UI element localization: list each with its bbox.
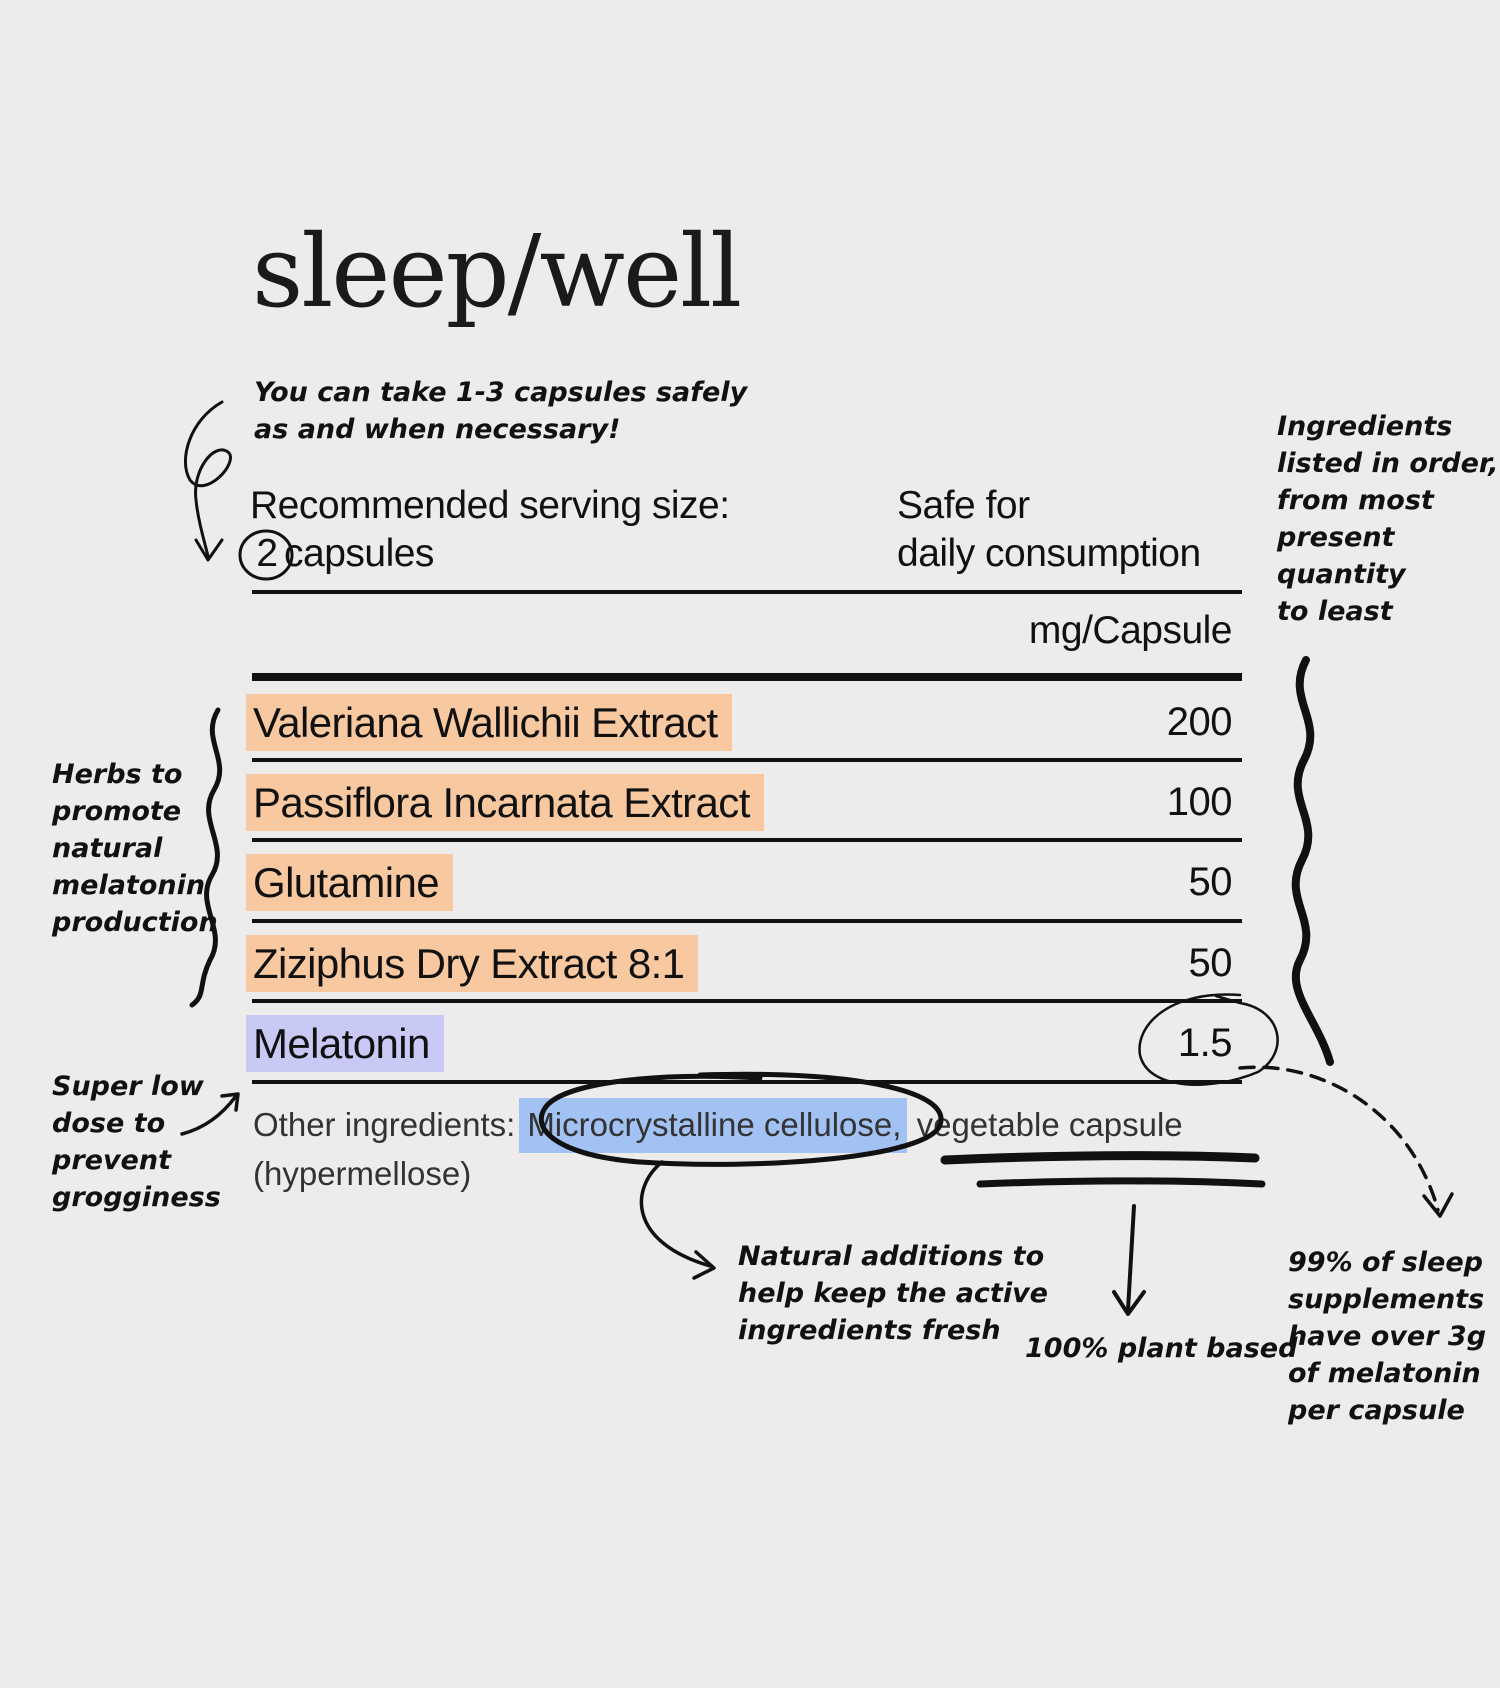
curly-arrow-icon (183, 400, 232, 558)
arrow-icon (180, 1094, 238, 1136)
unit-column-header: mg/Capsule (1028, 609, 1233, 652)
ingredient-name: Passiflora Incarnata Extract (246, 774, 764, 831)
other-ingredients-label: Other ingredients: (253, 1106, 516, 1143)
ellipse-mark-icon (538, 1071, 944, 1167)
ingredient-amount: 1.5 (1177, 1021, 1233, 1065)
other-ingredients-rest: vegetable capsule (hypermellose) (253, 1106, 1183, 1192)
brand-logo: sleep/well (252, 213, 742, 330)
safety-line-1: Safe for (897, 484, 1030, 527)
arrowhead-icon (220, 1092, 240, 1112)
table-row: Melatonin 1.5 (246, 1007, 1242, 1087)
table-bottom-rule (252, 1080, 1242, 1084)
table-row: Ziziphus Dry Extract 8:1 50 (246, 927, 1242, 1007)
order-note: Ingredients listed in order, from most p… (1277, 411, 1499, 627)
plant-based-note: 100% plant based (1025, 1333, 1298, 1364)
table-top-rule (252, 590, 1242, 594)
table-header-rule (252, 673, 1242, 681)
curved-arrow-icon (639, 1160, 712, 1268)
underline-mark-icon (940, 1151, 1260, 1165)
arrowhead-icon (194, 538, 224, 562)
circle-mark-icon (1138, 993, 1279, 1086)
ingredient-name: Melatonin (246, 1015, 444, 1072)
row-divider (252, 919, 1242, 923)
ingredient-name: Valeriana Wallichii Extract (246, 694, 732, 751)
ingredient-amount: 50 (1188, 860, 1233, 904)
circle-mark-icon (238, 529, 294, 581)
ingredient-amount: 100 (1166, 780, 1233, 824)
squiggle-line-icon (1291, 656, 1334, 1066)
table-row: Glutamine 50 (246, 846, 1242, 926)
highlighted-ingredient: Microcrystalline cellulose, (519, 1098, 908, 1153)
safety-statement: Safe for daily consumption (897, 482, 1201, 578)
ingredient-amount: 200 (1166, 700, 1233, 744)
dashed-arrow-icon (1238, 1065, 1440, 1212)
herbs-note: Herbs to promote natural melatonin produ… (52, 759, 218, 938)
row-divider (252, 838, 1242, 842)
low-dose-note: Super low dose to prevent grogginess (52, 1071, 221, 1213)
ingredient-amount: 50 (1188, 941, 1233, 985)
row-divider (252, 758, 1242, 762)
table-row: Passiflora Incarnata Extract 100 (246, 766, 1242, 846)
serving-size-label: Recommended serving size: (250, 484, 730, 527)
arrowhead-icon (1112, 1290, 1146, 1316)
table-row: Valeriana Wallichii Extract 200 (246, 686, 1242, 766)
arrowhead-icon (692, 1250, 716, 1280)
ingredient-name: Ziziphus Dry Extract 8:1 (246, 935, 699, 992)
arrow-icon (1126, 1204, 1136, 1312)
safety-line-2: daily consumption (897, 532, 1201, 575)
squiggle-brace-icon (189, 707, 223, 1008)
row-divider (252, 999, 1242, 1003)
ingredient-name: Glutamine (246, 854, 454, 911)
serving-unit: capsules (284, 532, 434, 575)
dosage-note: You can take 1-3 capsules safely as and … (254, 377, 748, 445)
serving-count: 2 (256, 532, 278, 575)
arrowhead-icon (1422, 1192, 1454, 1218)
underline-mark-icon (976, 1177, 1266, 1188)
other-ingredients: Other ingredients:Microcrystalline cellu… (253, 1098, 1253, 1198)
natural-additions-note: Natural additions to help keep the activ… (738, 1241, 1048, 1346)
melatonin-stat-note: 99% of sleep supplements have over 3g of… (1288, 1247, 1487, 1426)
